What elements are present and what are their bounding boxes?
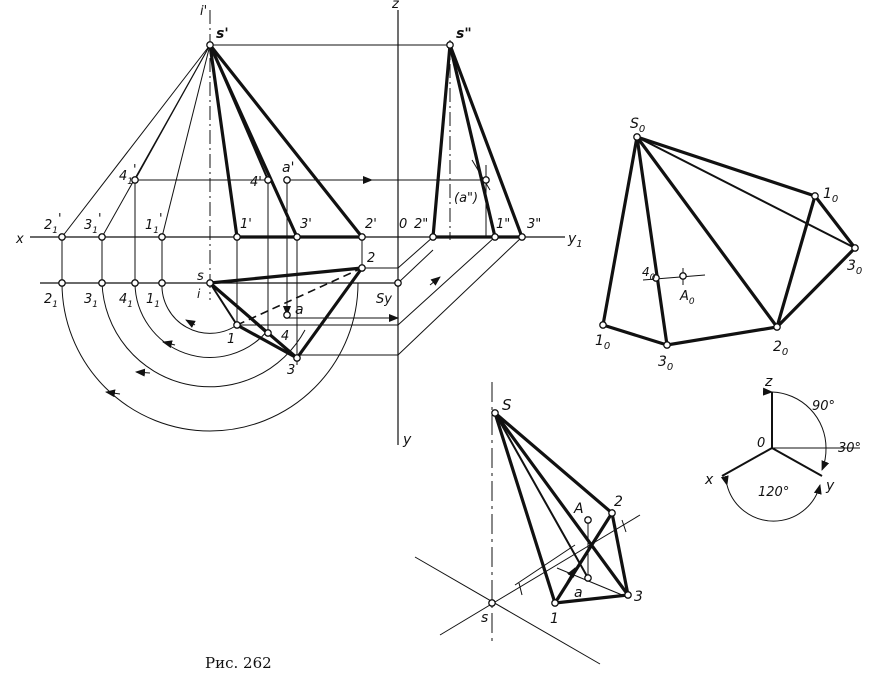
front-edge-4 <box>209 44 269 181</box>
axonometric-view: S s A a 1 2 3 <box>414 382 643 665</box>
plan-hidden-edge <box>236 267 363 326</box>
rot-front-2-label: 21' <box>44 212 62 236</box>
key-x-axis <box>721 447 773 477</box>
side-point-3-label: 3" <box>527 217 541 232</box>
rot-front-4-label: 41' <box>119 163 137 187</box>
axon-apex-label: S <box>502 396 512 414</box>
key-y-label: y <box>825 478 835 494</box>
axonometric-axes-key: z x y 0 90° 30° 120° <box>704 374 861 522</box>
key-y-axis <box>771 447 823 477</box>
sy-label: Sy <box>376 292 392 307</box>
key-x-label: x <box>704 472 714 488</box>
side-point-2-label: 2" <box>414 217 428 232</box>
axon-a-big-label: A <box>573 501 584 517</box>
a-front-label: a' <box>282 160 294 176</box>
rot-plan-4-label: 41 <box>119 292 133 310</box>
dev-point-a-label: A0 <box>679 289 695 307</box>
axis-x-label: x <box>15 232 24 247</box>
axon-point-3-label: 3 <box>634 589 643 605</box>
plan-point-4-label: 4 <box>281 329 289 344</box>
side-edge-2 <box>431 43 452 239</box>
origin-label: 0 <box>399 217 407 232</box>
side-edge-1 <box>448 43 497 239</box>
key-z-label: z <box>764 374 773 390</box>
a-side-label: (a") <box>454 191 478 206</box>
key-angle-30-label: 30° <box>838 441 861 456</box>
a-plan-label: a <box>295 302 304 318</box>
rot-plan-1-label: 11 <box>146 292 160 310</box>
small-i-label: i <box>197 287 201 301</box>
top-mark-label: i' <box>200 4 207 19</box>
rot-plan-2-label: 21 <box>44 292 58 310</box>
front-edge-2 <box>208 43 364 239</box>
s-plan-label: s <box>197 269 204 284</box>
side-edge-3 <box>448 43 524 239</box>
figure-caption: Рис. 262 <box>205 654 272 672</box>
front-point-3-label: 3' <box>300 217 312 232</box>
plan-point-3-label: 3 <box>287 363 295 378</box>
side-point-1-label: 1" <box>496 217 510 232</box>
dev-point-3b-label: 30 <box>847 258 862 277</box>
dev-point-3-label: 30 <box>658 354 673 373</box>
front-point-2-label: 2' <box>365 217 377 232</box>
s-front-label: s' <box>216 26 229 42</box>
key-origin-label: 0 <box>757 436 765 451</box>
key-angle-90-label: 90° <box>812 399 835 414</box>
dev-point-1-label: 10 <box>595 333 610 352</box>
front-point-1-label: 1' <box>240 217 252 232</box>
s-side-label: s" <box>456 26 472 42</box>
rot-front-1-label: 11' <box>145 212 163 236</box>
plan-edge-1 <box>209 282 238 326</box>
dev-point-4-label: 40 <box>642 265 656 283</box>
axon-a-label: a <box>574 585 583 601</box>
axis-y1-label: y1 <box>567 231 583 250</box>
axon-s-label: s <box>481 610 488 626</box>
axis-y-label: y <box>402 432 412 448</box>
axis-z-label: z <box>391 0 400 12</box>
axon-point-1-label: 1 <box>550 611 559 627</box>
axon-point-2-label: 2 <box>614 494 623 510</box>
plan-edge-2 <box>208 266 364 285</box>
plan-point-1-label: 1 <box>227 332 235 347</box>
dev-apex-label: S0 <box>630 116 645 135</box>
rotation-arc-2 <box>61 282 359 432</box>
dev-point-2-label: 20 <box>773 339 788 358</box>
key-angle-120-label: 120° <box>758 485 789 500</box>
rot-front-3-label: 31' <box>84 212 102 236</box>
plan-point-2-label: 2 <box>367 251 375 266</box>
dev-point-1b-label: 10 <box>823 186 838 205</box>
development-view: S0 10 30 20 10 30 40 A0 <box>595 116 862 373</box>
orthographic-views: i' z s' s" x y1 y 0 Sy s i a' (a") a 1' … <box>15 0 583 448</box>
front-edge-1 <box>208 43 239 239</box>
front-point-4-label: 4' <box>250 175 262 190</box>
rot-plan-3-label: 31 <box>84 292 98 310</box>
